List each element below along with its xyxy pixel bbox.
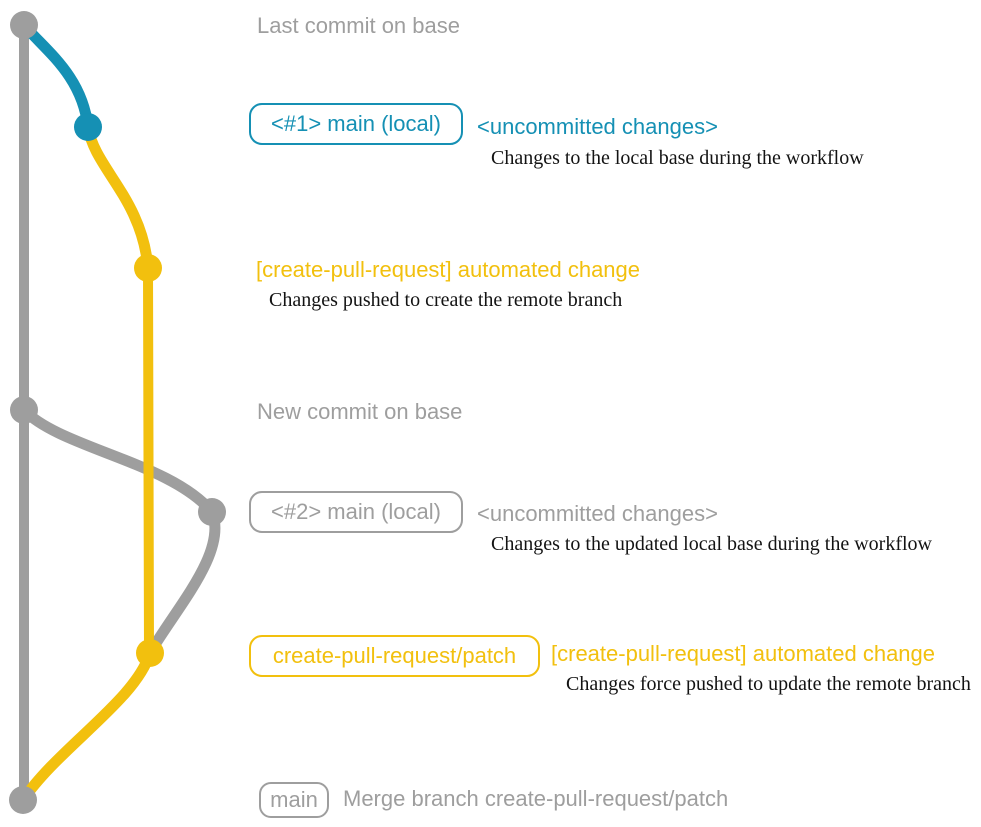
main2-uncommitted-heading: <uncommitted changes> [477, 501, 718, 526]
automated-change1-heading: [create-pull-request] automated change [256, 257, 641, 282]
edge-base-to-main1 [18, 19, 94, 133]
edge-main2-to-patch2 [144, 506, 221, 659]
new-commit-label: New commit on base [257, 399, 463, 424]
commit-dot-new-base [10, 396, 38, 424]
last-commit-label: Last commit on base [257, 13, 460, 38]
commit-dot-merge [9, 786, 37, 814]
commit-dot-main2 [198, 498, 226, 526]
commit-dot-patch2 [136, 639, 164, 667]
commit-dot-patch1 [134, 254, 162, 282]
edge-main1-to-patch1 [82, 121, 154, 274]
automated-change1-description: Changes pushed to create the remote bran… [269, 289, 623, 311]
main2-branch-badge: <#2> main (local) [249, 491, 463, 533]
patch-branch-line [143, 263, 154, 658]
merge-message: Merge branch create-pull-request/patch [343, 786, 729, 811]
patch-branch-badge: create-pull-request/patch [249, 635, 540, 677]
edge-patch2-to-merge [17, 647, 156, 806]
main1-uncommitted-heading: <uncommitted changes> [477, 114, 718, 139]
automated-change2-description: Changes force pushed to update the remot… [566, 673, 971, 695]
main2-description: Changes to the updated local base during… [491, 533, 932, 555]
main-branch-badge: main [259, 782, 329, 818]
main1-description: Changes to the local base during the wor… [491, 147, 864, 169]
commit-dot-last-base [10, 11, 38, 39]
main1-branch-badge: <#1> main (local) [249, 103, 463, 145]
commit-dot-main1 [74, 113, 102, 141]
edge-base-to-main2 [18, 404, 218, 518]
automated-change2-heading: [create-pull-request] automated change [551, 641, 936, 666]
